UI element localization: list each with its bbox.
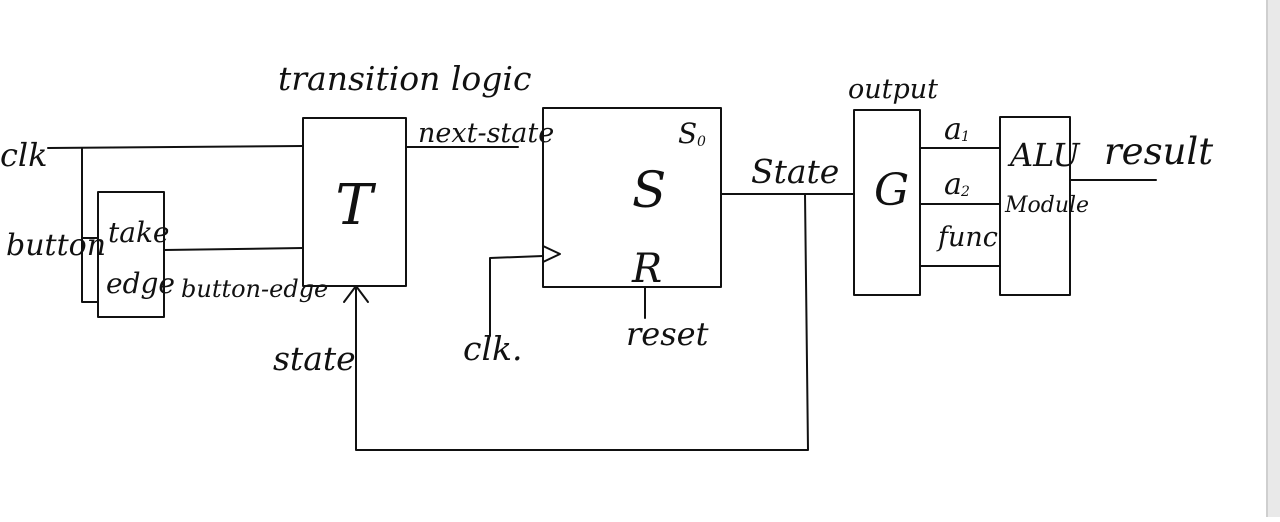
window-edge xyxy=(1266,0,1280,517)
result-label: result xyxy=(1104,130,1213,173)
clk-wire xyxy=(47,145,304,149)
clk-reg-label: clk. xyxy=(463,329,523,368)
take-edge-block xyxy=(97,191,165,318)
a1-subscript: 1 xyxy=(961,129,970,145)
s0-subscript: 0 xyxy=(697,134,706,150)
t-block-label: T xyxy=(335,173,376,238)
s-block-label: S xyxy=(632,161,666,219)
reset-label: reset xyxy=(626,315,709,353)
alu-module-block xyxy=(999,116,1071,296)
a2-label: a xyxy=(944,167,962,202)
r-port-label: R xyxy=(631,246,662,292)
take-label: take xyxy=(108,216,169,249)
edge-label: edge xyxy=(106,267,175,300)
func-label: func xyxy=(936,222,998,253)
clk-reg-wire xyxy=(489,255,544,337)
module-label: Module xyxy=(1004,193,1089,218)
button-edge-label: button-edge xyxy=(181,275,328,303)
button-input-label: button xyxy=(6,228,106,263)
state-register-block xyxy=(542,107,722,288)
button-edge-wire xyxy=(163,247,304,251)
s0-label: S xyxy=(678,117,697,150)
a2-subscript: 2 xyxy=(960,184,970,200)
state-output-label: State xyxy=(751,152,839,191)
g-block-label: G xyxy=(874,165,909,216)
clk-input-label: clk xyxy=(0,136,48,174)
output-logic-block xyxy=(853,109,921,296)
clk-branch-wire xyxy=(81,147,99,303)
transition-logic-block xyxy=(302,117,407,287)
state-feedback-label: state xyxy=(273,339,356,378)
clock-triangle-icon xyxy=(542,245,561,263)
state-feedback-wire xyxy=(355,193,809,451)
feedback-arrow-icon xyxy=(343,285,369,303)
alu-label: ALU xyxy=(1007,136,1081,174)
a1-label: a xyxy=(944,112,962,147)
output-label: output xyxy=(848,74,938,105)
transition-logic-label: transition logic xyxy=(278,59,531,98)
next-state-label: next-state xyxy=(418,118,554,149)
